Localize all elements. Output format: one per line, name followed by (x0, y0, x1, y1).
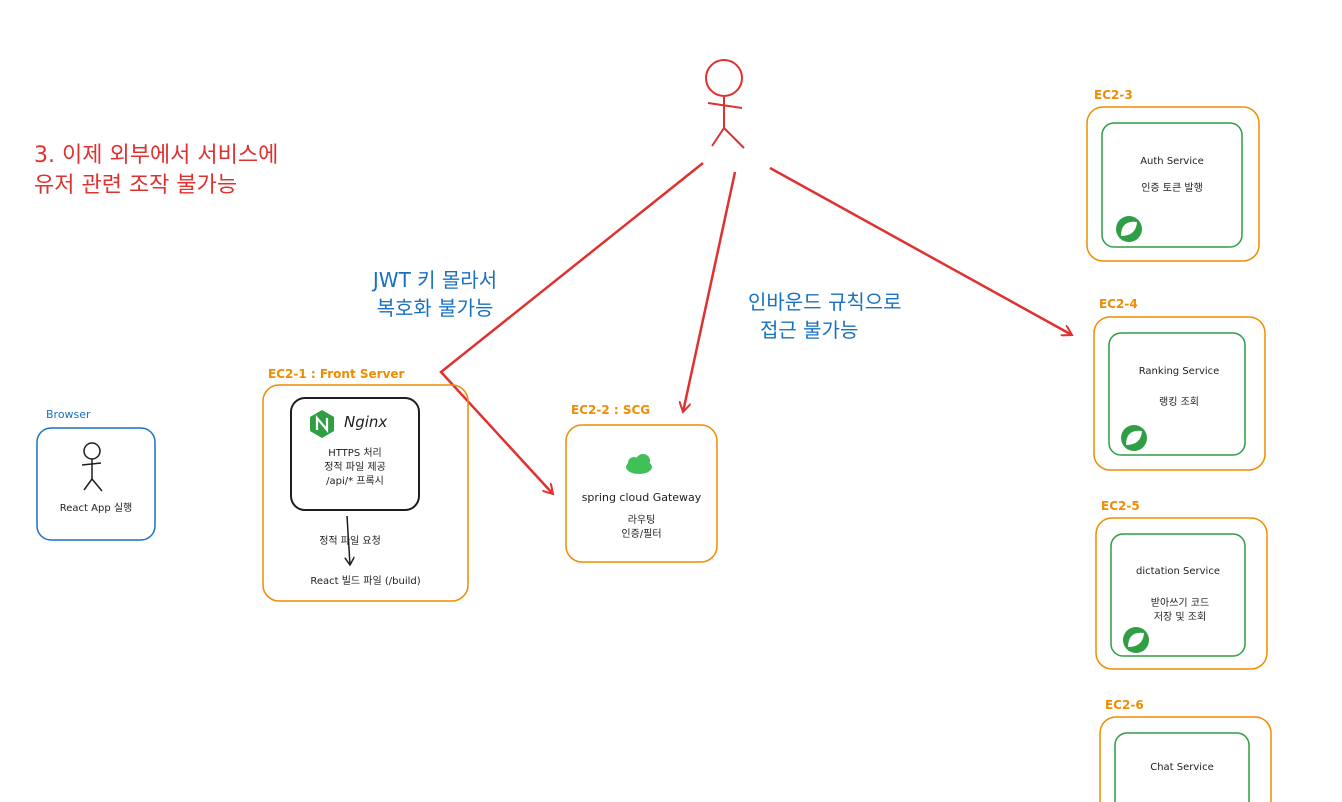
ec2-3-label: EC2-3 (1094, 88, 1133, 102)
ec2-5-label: EC2-5 (1101, 499, 1140, 513)
spring-leaf-icon (1123, 627, 1149, 653)
dictation-desc-line: 받아쓰기 코드 (1150, 598, 1210, 609)
scenario-title-line1: 3. 이제 외부에서 서비스에 (34, 143, 279, 168)
scg-feature: 라우팅 (627, 515, 656, 526)
ec2-5-box (1095, 517, 1268, 670)
nginx-box (290, 397, 420, 511)
ranking-service-box (1108, 332, 1246, 456)
arrow-to-scg-direct (683, 171, 737, 412)
auth-service-box (1101, 122, 1243, 248)
scg-features: 라우팅 인증/필터 (566, 514, 717, 542)
scg-feature: 인증/필터 (621, 529, 662, 540)
attacker-figure-icon (705, 59, 745, 149)
arrow-to-services (769, 166, 1072, 335)
front-server-box (262, 384, 469, 602)
attack-arrows (439, 162, 1072, 494)
nginx-name: Nginx (344, 413, 388, 431)
request-arrow (347, 515, 350, 565)
nginx-feature: 정적 파일 제공 (324, 462, 386, 473)
jwt-note-line2: 복호화 불가능 (376, 296, 494, 320)
ec2-6-box (1099, 716, 1272, 802)
cloud-icon (626, 454, 652, 474)
build-label: React 빌드 파일 (/build) (310, 576, 421, 587)
inbound-note: 인바운드 규칙으로 접근 불가능 (748, 288, 948, 344)
browser-box (36, 427, 156, 541)
scenario-title: 3. 이제 외부에서 서비스에 유저 관련 조작 불가능 (34, 141, 278, 201)
nginx-feature: HTTPS 처리 (328, 448, 382, 459)
chat-service-box (1114, 732, 1250, 802)
inbound-note-line1: 인바운드 규칙으로 (748, 290, 902, 314)
nginx-feature: /api/* 프록시 (326, 476, 384, 487)
user-figure-icon (81, 442, 103, 492)
dictation-desc-line: 저장 및 조회 (1153, 612, 1207, 623)
chat-service-name: Chat Service (1150, 762, 1214, 773)
spring-leaf-icon (1116, 216, 1142, 242)
inbound-note-line2: 접근 불가능 (760, 318, 859, 342)
jwt-note: JWT 키 몰라서 복호화 불가능 (340, 266, 530, 322)
dictation-service-box (1110, 533, 1246, 657)
ranking-service-desc: 랭킹 조회 (1159, 397, 1199, 408)
ec2-3-box (1086, 106, 1260, 262)
dictation-service-name: dictation Service (1136, 566, 1220, 577)
nginx-logo-icon (310, 410, 334, 438)
spring-leaf-icon (1121, 425, 1147, 451)
jwt-note-line1: JWT 키 몰라서 (372, 268, 498, 292)
scg-box (565, 424, 718, 563)
browser-text: React App 실행 (59, 503, 133, 514)
front-server-label: EC2-1 : Front Server (268, 367, 405, 381)
ranking-service-name: Ranking Service (1138, 366, 1220, 377)
dictation-service-desc: 받아쓰기 코드 저장 및 조회 (1113, 597, 1247, 625)
arrow-to-scg-via-front (439, 162, 704, 494)
ec2-6-label: EC2-6 (1105, 698, 1144, 712)
ec2-4-label: EC2-4 (1099, 297, 1138, 311)
auth-service-desc: 인증 토큰 발행 (1141, 183, 1203, 194)
auth-service-name: Auth Service (1140, 156, 1204, 167)
request-label: 정적 파일 요청 (319, 536, 381, 547)
scenario-title-line2: 유저 관련 조작 불가능 (34, 173, 238, 198)
browser-label: Browser (46, 408, 91, 421)
ec2-4-box (1093, 316, 1266, 471)
nginx-features: HTTPS 처리 정적 파일 제공 /api/* 프록시 (291, 447, 419, 489)
scg-name: spring cloud Gateway (581, 491, 702, 504)
scg-label: EC2-2 : SCG (571, 403, 651, 417)
